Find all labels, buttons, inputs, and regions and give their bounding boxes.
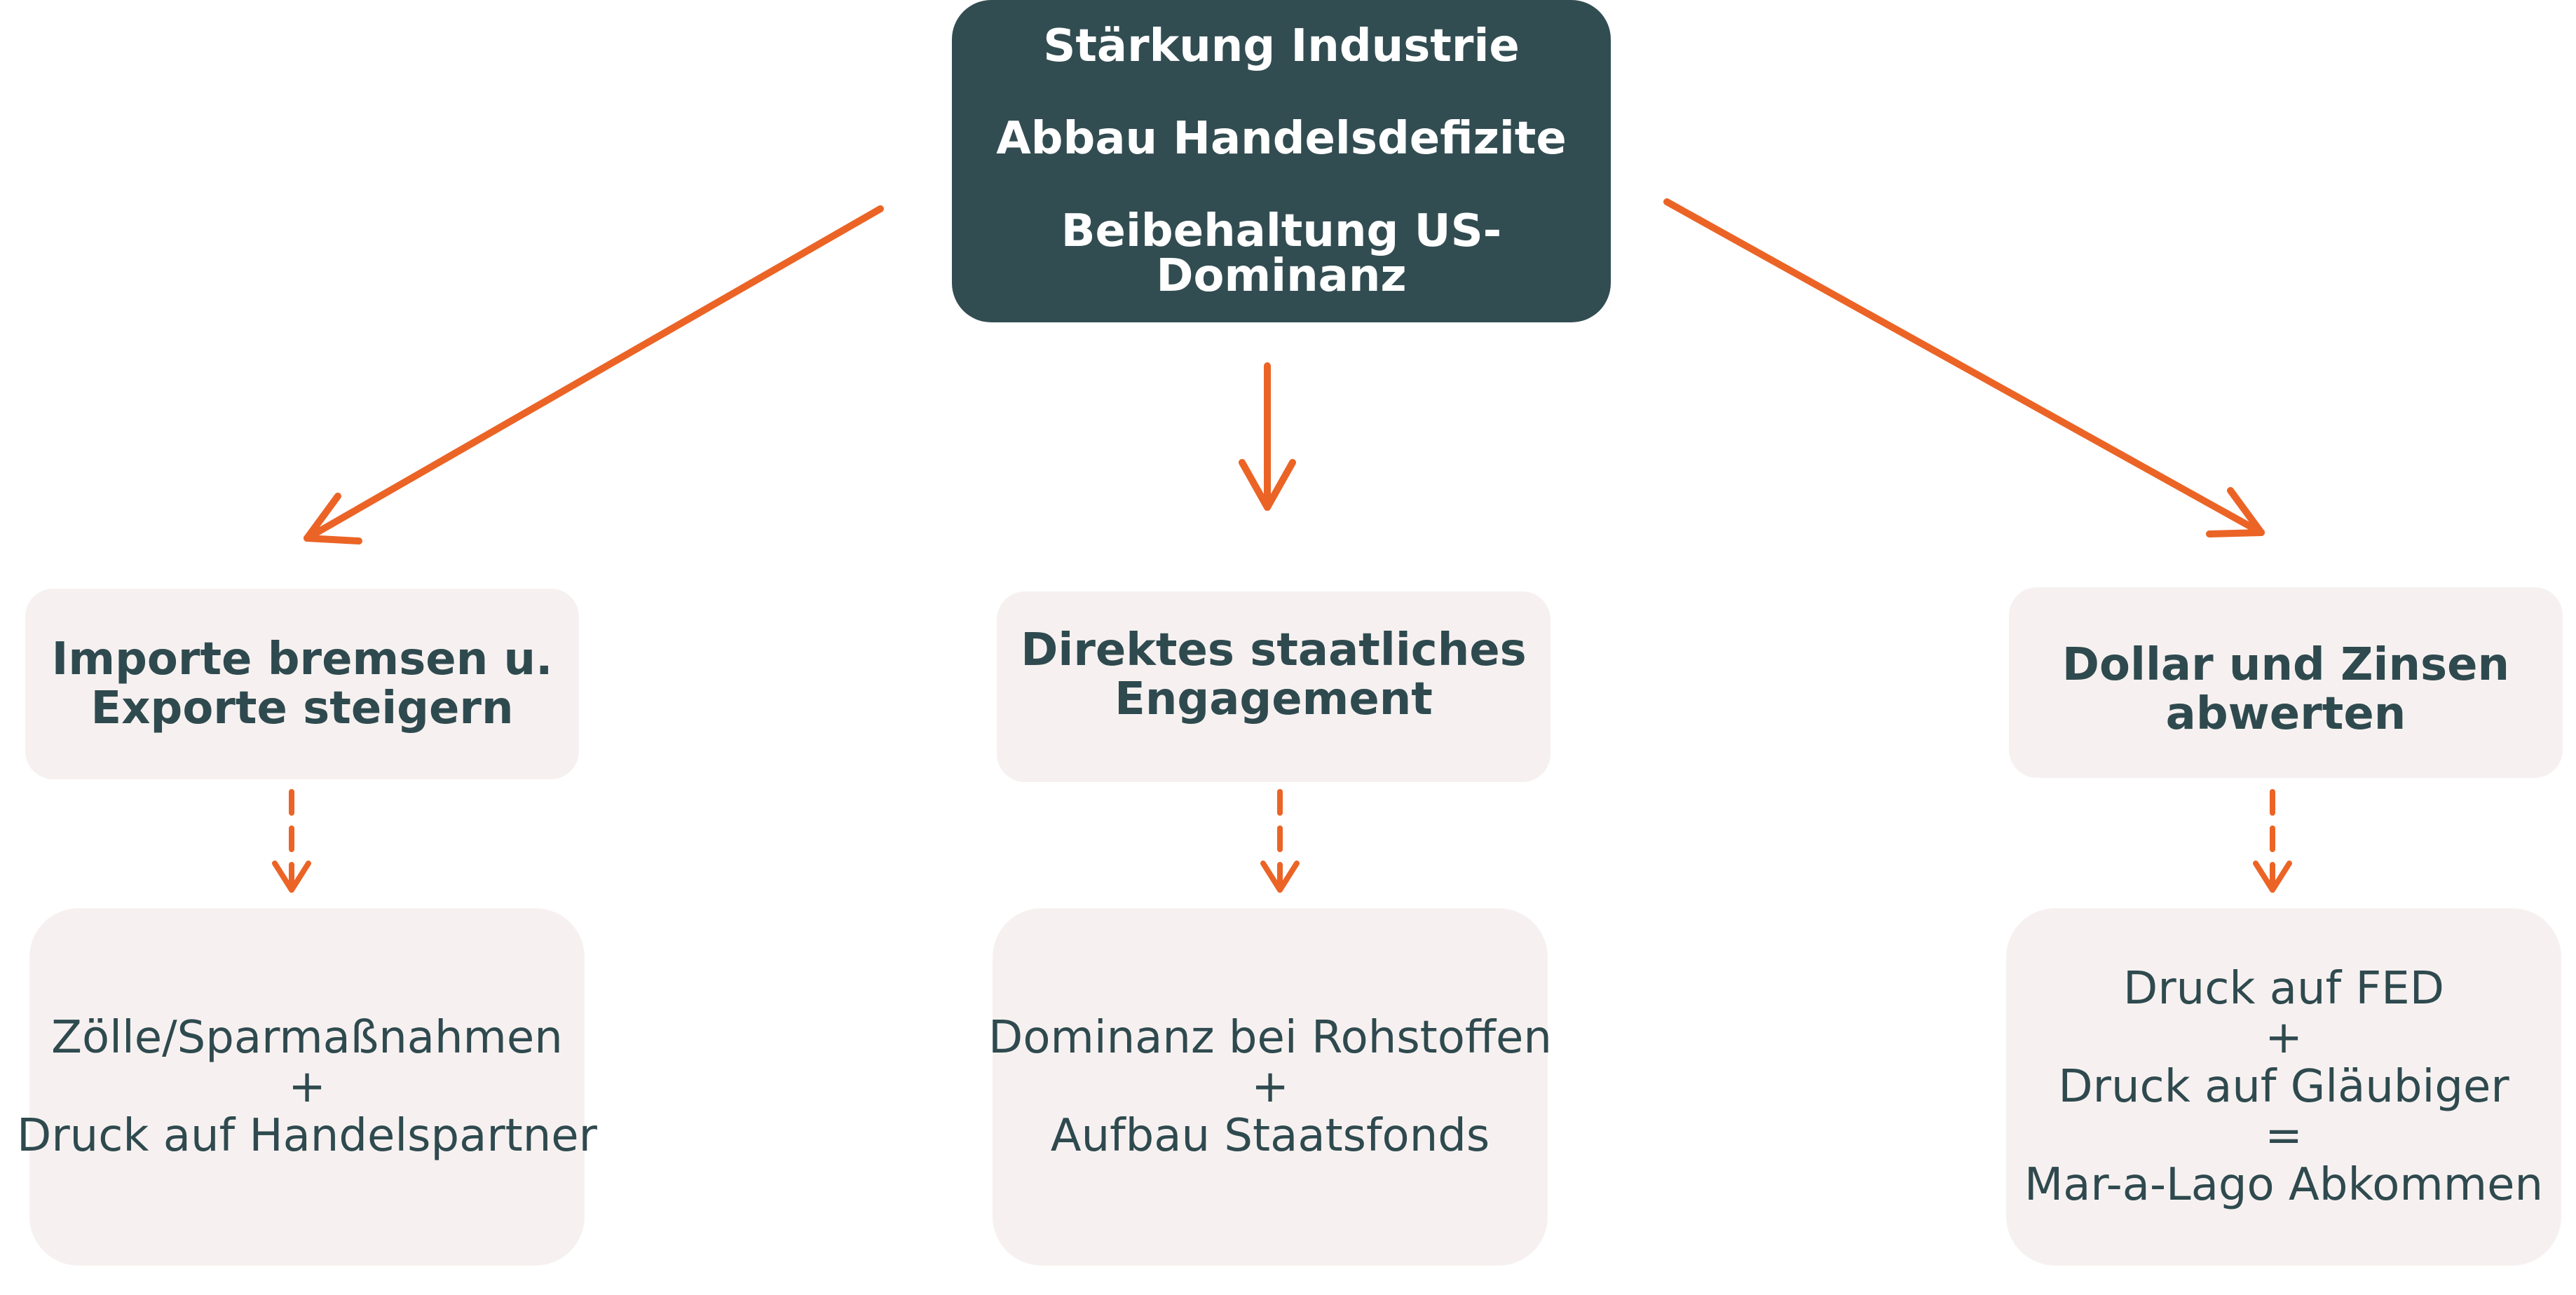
measures-box-1: Zölle/Sparmaßnahmen + Druck auf Handelsp… [17, 908, 597, 1266]
strategy-box-2: Direktes staatliches Engagement [997, 591, 1551, 782]
arrow-to-strategy-1 [304, 205, 884, 544]
arrow-to-strategy-3 [1663, 198, 2265, 537]
strategy-box-1: Importe bremsen u. Exporte steigern [25, 589, 579, 779]
strategy-text-3: Dollar und Zinsen abwerten [2062, 640, 2509, 739]
goal-3: Beibehaltung US-Dominanz [1061, 205, 1502, 302]
measure-1-2: + [288, 1061, 326, 1113]
strategy-text-2: Direktes staatliches Engagement [1021, 626, 1527, 724]
measure-2-3: Aufbau Staatsfonds [1050, 1110, 1490, 1162]
strategy-box-3: Dollar und Zinsen abwerten [2009, 587, 2563, 778]
measure-2-1: Dominanz bei Rohstoffen [988, 1012, 1552, 1064]
strategy-3-line-1: Dollar und Zinsen [2062, 639, 2510, 691]
measures-box-3: Druck auf FED + Druck auf Gläubiger = Ma… [2006, 908, 2561, 1266]
strategy-3-line-2: abwerten [2165, 688, 2406, 740]
strategy-1-line-1: Importe bremsen u. [51, 633, 553, 685]
measures-box-2: Dominanz bei Rohstoffen + Aufbau Staatsf… [988, 908, 1552, 1266]
measure-2-2: + [1251, 1061, 1289, 1113]
measure-3-1: Druck auf FED [2123, 963, 2444, 1015]
measure-3-4: = [2265, 1110, 2303, 1162]
measure-1-1: Zölle/Sparmaßnahmen [51, 1012, 563, 1064]
dashed-arrow-to-measures-3 [2253, 789, 2292, 893]
goals-box: Stärkung Industrie Abbau Handelsdefizite… [952, 0, 1611, 322]
measure-3-2: + [2265, 1012, 2303, 1064]
strategy-text-1: Importe bremsen u. Exporte steigern [52, 635, 553, 733]
strategy-2-line-1: Direktes staatliches [1021, 624, 1527, 676]
strategy-2-line-2: Engagement [1115, 673, 1433, 725]
measure-3-5: Mar-a-Lago Abkommen [2024, 1159, 2544, 1211]
dashed-arrow-to-measures-2 [1260, 789, 1300, 893]
goal-1: Stärkung Industrie [1043, 20, 1520, 72]
arrow-to-strategy-2 [1239, 362, 1296, 511]
goal-2: Abbau Handelsdefizite [996, 113, 1567, 165]
strategy-1-line-2: Exporte steigern [90, 683, 514, 734]
dashed-arrow-to-measures-1 [272, 789, 311, 893]
measure-1-3: Druck auf Handelspartner [17, 1110, 597, 1162]
measure-3-3: Druck auf Gläubiger [2058, 1061, 2509, 1113]
